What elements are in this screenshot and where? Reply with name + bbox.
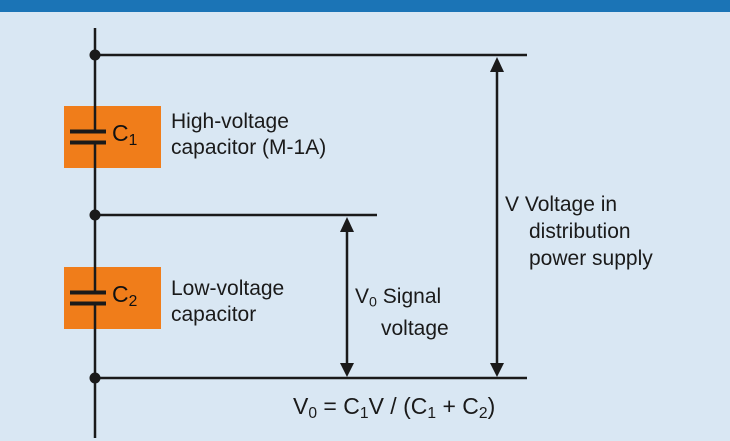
signal-voltage-arrowhead-bottom [340,363,354,377]
supply-voltage-line3: power supply [529,247,653,270]
formula-part: ) [487,393,496,419]
signal-voltage-arrowhead-top [340,217,354,232]
capacitor1-description-line1: High-voltage [171,110,289,133]
top-accent-bar [0,0,730,12]
formula-part-sub: 1 [427,404,437,422]
capacitor2-label-sub: 2 [128,292,138,310]
signal-voltage-line1: V0 Signal [355,284,449,316]
node-bottom [89,372,101,384]
formula: V0 = C1V / (C1 + C2) [293,393,495,427]
capacitor1-label: C1 [112,120,137,151]
formula-part: V / (C [368,393,428,419]
signal-voltage-line2: voltage [381,316,449,340]
capacitor2-description-line2: capacitor [171,303,257,326]
signal-voltage-word: Signal [376,285,442,308]
formula-part: = C [317,393,360,419]
capacitor1-label-main: C [112,120,129,146]
formula-part-sub: 2 [478,404,488,422]
supply-voltage-arrowhead-top [490,57,504,72]
supply-voltage-arrowhead-bottom [490,363,504,377]
formula-part-sub: 1 [359,404,369,422]
formula-part: V [293,393,309,419]
supply-voltage-label: V Voltage in distribution power supply [505,191,653,272]
node-middle [89,209,101,221]
capacitor1-label-sub: 1 [128,131,138,149]
signal-voltage-label: V0 Signal voltage [355,284,449,342]
capacitor2-description-line1: Low-voltage [171,277,285,300]
signal-voltage-symbol-sub: 0 [369,294,377,311]
node-top [89,49,101,61]
formula-part: + C [436,393,479,419]
supply-voltage-line2: distribution [529,220,631,243]
signal-voltage-symbol: V [355,285,370,308]
formula-part-sub: 0 [308,404,318,422]
supply-voltage-line1: V Voltage in [505,193,618,216]
capacitor1-description-line2: capacitor (M-1A) [171,136,327,159]
capacitor2-box: C2 [64,267,161,329]
capacitor1-description: High-voltage capacitor (M-1A) [171,109,326,161]
capacitor2-label: C2 [112,281,137,312]
capacitor2-label-main: C [112,281,129,307]
capacitor2-description: Low-voltage capacitor [171,276,284,328]
capacitor1-box: C1 [64,106,161,168]
